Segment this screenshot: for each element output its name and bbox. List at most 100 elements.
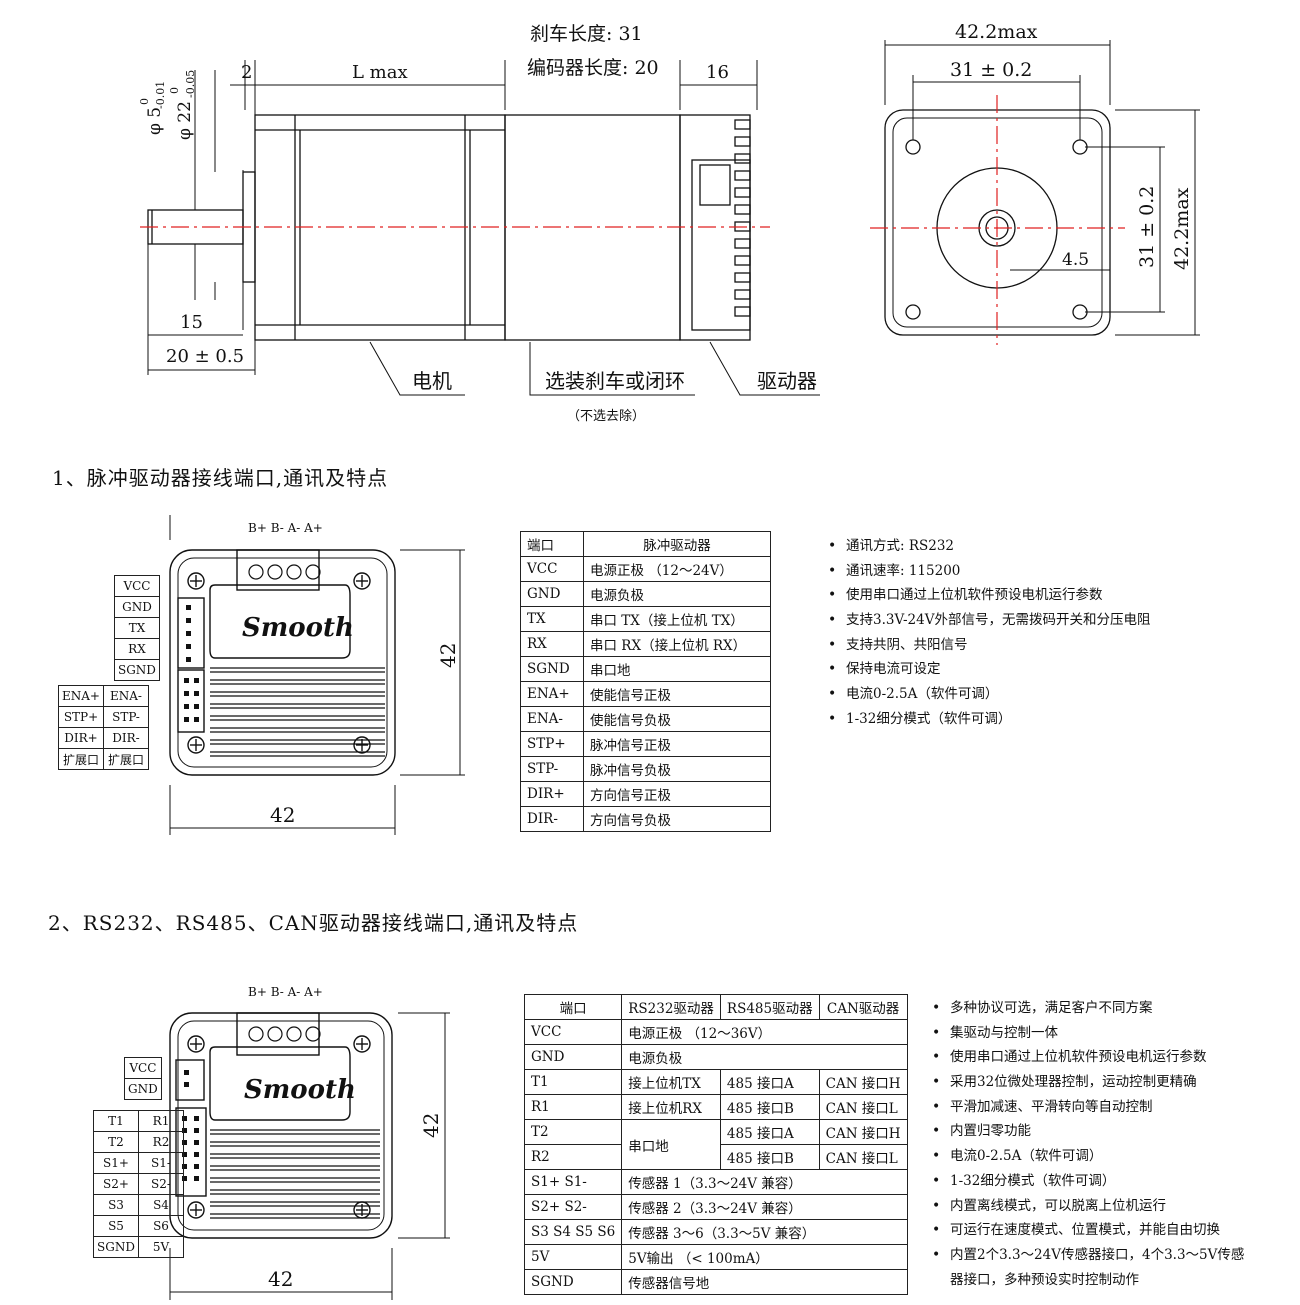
feature-item: 通讯方式: RS232 [828, 534, 1150, 559]
label-option: 选装刹车或闭环 [545, 369, 685, 393]
pin-label: S5 [93, 1215, 139, 1237]
cell-port: SGND [520, 656, 584, 682]
cell-desc: 方向信号正极 [583, 781, 771, 807]
feature-item: 内置离线模式，可以脱离上位机运行 [932, 1194, 1244, 1219]
feature-list-2: 多种协议可选，满足客户不同方案集驱动与控制一体使用串口通过上位机软件预设电机运行… [932, 996, 1244, 1292]
feature-item: 内置2个3.3～24V传感器接口，4个3.3～5V传感 [932, 1243, 1244, 1268]
table-row: VCC 电源正极 （12～36V） [523, 1019, 908, 1045]
cell-port: DIR+ [520, 781, 584, 807]
pin-label: SGND [93, 1236, 139, 1258]
feature-item: 采用32位微处理器控制，运动控制更精确 [932, 1070, 1244, 1095]
cell-desc: 电源正极 （12～24V） [583, 556, 771, 582]
pin-label: SGND [114, 659, 160, 681]
pin-label-row: VCC [124, 1057, 162, 1079]
pin-label-row: DIR+DIR- [58, 727, 149, 749]
connector-pin [734, 272, 751, 283]
header-port: 端口 [523, 994, 623, 1020]
cell-port: RX [520, 631, 584, 657]
dim-2: 2 [241, 62, 252, 83]
connector-pin [734, 119, 751, 130]
feature-item: 使用串口通过上位机软件预设电机运行参数 [828, 583, 1150, 608]
dim-15: 15 [180, 312, 203, 333]
label-option-note: （不选去除） [567, 409, 645, 424]
table-row: STP-脉冲信号负极 [520, 756, 771, 782]
feature-item: 平滑加减速、平滑转向等自动控制 [932, 1095, 1244, 1120]
pin-label: 扩展口 [103, 748, 149, 770]
cell-desc: 脉冲信号正极 [583, 731, 771, 757]
feature-list-1: 通讯方式: RS232通讯速率: 115200使用串口通过上位机软件预设电机运行… [828, 534, 1150, 732]
cell-port: T2 [523, 1119, 623, 1145]
table-row: T2 串口地 485 接口A CAN 接口H [523, 1119, 908, 1170]
section2-title: 2、RS232、RS485、CAN驱动器接线端口,通讯及特点 [48, 911, 579, 935]
pin-label: VCC [114, 575, 160, 597]
encoder-length-label: 编码器长度: 20 [527, 57, 659, 79]
feature-item: 1-32细分模式（软件可调） [932, 1169, 1244, 1194]
dim-20: 20 ± 0.5 [166, 346, 244, 367]
feature-item: 电流0-2.5A（软件可调） [932, 1144, 1244, 1169]
connector-pin [734, 306, 751, 317]
cell-desc: 电源正极 （12～36V） [621, 1019, 908, 1045]
dim-width-1: 42 [270, 803, 295, 827]
cell-desc: 传感器 2（3.3～24V 兼容） [621, 1194, 908, 1220]
feature-item: 可运行在速度模式、位置模式，并能自由切换 [932, 1218, 1244, 1243]
cell-port: TX [520, 606, 584, 632]
cell-can: CAN 接口L [818, 1094, 908, 1120]
front-hole-height: 31 ± 0.2 [1136, 186, 1158, 268]
pin-label: S3 [93, 1194, 139, 1216]
dim-16: 16 [706, 62, 729, 83]
feature-item: 集驱动与控制一体 [932, 1021, 1244, 1046]
cell-port: GND [520, 581, 584, 607]
cell-port: ENA- [520, 706, 584, 732]
cell-port: S2+ S2- [523, 1194, 623, 1220]
connector-pin [734, 136, 751, 147]
brand-logo-1: Smooth [242, 613, 354, 643]
table-row: S3 S4 S5 S6 传感器 3～6（3.3～5V 兼容） [523, 1219, 908, 1245]
table-row: DIR-方向信号负极 [520, 806, 771, 832]
cell-port: VCC [523, 1019, 623, 1045]
pin-label: T2 [93, 1131, 139, 1153]
feature-item: 器接口，多种预设实时控制动作 [950, 1271, 1139, 1288]
connector-pin [734, 289, 751, 300]
feature-item: 保持电流可设定 [828, 657, 1150, 682]
cell-port: T1 [523, 1069, 623, 1095]
header-can: CAN驱动器 [818, 994, 908, 1020]
pin-label: GND [124, 1078, 162, 1100]
table-row: R1 接上位机RX 485 接口B CAN 接口L [523, 1094, 908, 1120]
label-motor: 电机 [412, 369, 452, 393]
cell-rs485: 485 接口A [719, 1119, 820, 1145]
pin-label: S2- [138, 1173, 184, 1195]
terminal-label-1: B+ B- A- A+ [248, 521, 323, 535]
pin-label-row: STP+STP- [58, 706, 149, 728]
table-row: S2+ S2- 传感器 2（3.3～24V 兼容） [523, 1194, 908, 1220]
pin-label: ENA- [103, 685, 149, 707]
pin-label: ENA+ [58, 685, 104, 707]
cell-desc: 使能信号正极 [583, 681, 771, 707]
cell-rs485: 485 接口B [719, 1094, 820, 1120]
pin-label-row: VCC [114, 575, 160, 597]
feature-item: 1-32细分模式（软件可调） [828, 707, 1150, 732]
cell-desc: 使能信号负极 [583, 706, 771, 732]
pin-label: TX [114, 617, 160, 639]
header-port: 端口 [520, 531, 584, 557]
header-rs232: RS232驱动器 [621, 994, 721, 1020]
pin-label: S1+ [93, 1152, 139, 1174]
pin-label: S4 [138, 1194, 184, 1216]
cell-port: R1 [523, 1094, 623, 1120]
table-row: T1 接上位机TX 485 接口A CAN 接口H [523, 1069, 908, 1095]
cell-port: STP+ [520, 731, 584, 757]
cell-port: S1+ S1- [523, 1169, 623, 1195]
cell-desc: 脉冲信号负极 [583, 756, 771, 782]
feature-item: 多种协议可选，满足客户不同方案 [932, 996, 1244, 1021]
cell-desc: 串口 TX（接上位机 TX） [583, 606, 771, 632]
driver-top-view-2: B+ B- A- A+ Smooth 42 42 [169, 985, 450, 1300]
table-row: DIR+方向信号正极 [520, 781, 771, 807]
